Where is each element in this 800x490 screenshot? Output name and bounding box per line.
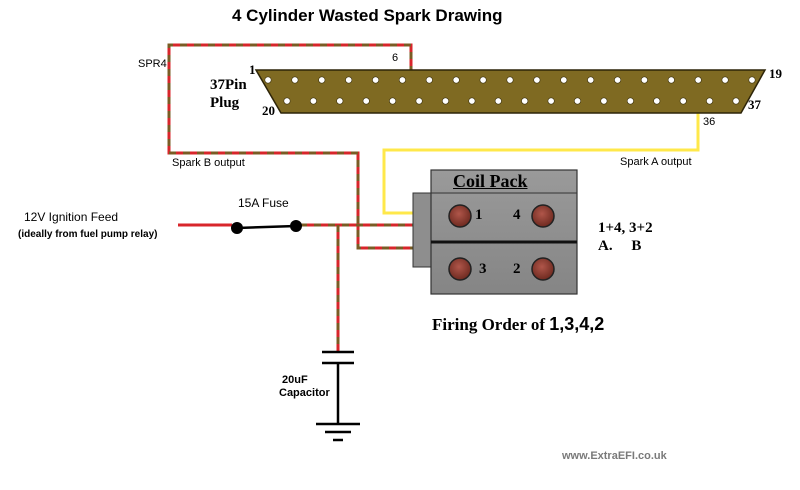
capacitor-icon: [322, 350, 354, 424]
pin-6: [398, 76, 406, 84]
pin-19-label: 19: [769, 66, 782, 81]
pin-37: [732, 97, 740, 105]
pin-11: [533, 76, 541, 84]
pin-26: [441, 97, 449, 105]
pin-23: [362, 97, 370, 105]
pin-36: [706, 97, 714, 105]
pin-1-label: 1: [249, 62, 256, 77]
pin-7: [425, 76, 433, 84]
pin-33: [626, 97, 634, 105]
pin-32: [600, 97, 608, 105]
pin-14: [614, 76, 622, 84]
spr4-label: SPR4: [138, 58, 167, 70]
pin-16: [667, 76, 675, 84]
capacitor-label-line2: Capacitor: [279, 387, 330, 399]
pin-20: [283, 97, 291, 105]
pin-29: [521, 97, 529, 105]
footer-url: www.ExtraEFI.co.uk: [562, 450, 667, 462]
ignition-feed-note: (ideally from fuel pump relay): [18, 229, 158, 240]
coil-terminal-1: [448, 204, 472, 228]
pin-21: [309, 97, 317, 105]
connector-name-line2: Plug: [210, 95, 240, 111]
firing-order-sequence: 1,3,4,2: [549, 314, 605, 334]
pin-6-label: 6: [392, 52, 399, 64]
pin-19: [748, 76, 756, 84]
pin-25: [415, 97, 423, 105]
pin-30: [547, 97, 555, 105]
pin-1: [264, 76, 272, 84]
connector-pins: [264, 76, 756, 105]
pin-8: [452, 76, 460, 84]
firing-order: Firing Order of 1,3,4,2: [432, 314, 604, 335]
capacitor-label-line1: 20uF: [282, 374, 308, 386]
connector-name-line1: 37Pin: [210, 77, 247, 93]
coil-terminal-3: [448, 257, 472, 281]
coil-pack-title: Coil Pack: [453, 171, 528, 191]
pin-9: [479, 76, 487, 84]
pin-12: [560, 76, 568, 84]
pin-5: [372, 76, 380, 84]
pin-17: [694, 76, 702, 84]
pin-27: [468, 97, 476, 105]
pin-4: [345, 76, 353, 84]
pin-10: [506, 76, 514, 84]
coil-terminal-4: [531, 204, 555, 228]
spark-b-label: Spark B output: [172, 157, 245, 169]
spark-b-wire: [167, 43, 432, 250]
pin-28: [494, 97, 502, 105]
connector-body: [254, 69, 767, 114]
coil-terminal-3-label: 3: [479, 261, 487, 277]
pin-36-label: 36: [703, 116, 716, 128]
pin-34: [653, 97, 661, 105]
spark-a-label: Spark A output: [620, 156, 692, 168]
fuse-label: 15A Fuse: [238, 196, 289, 210]
coil-terminal-2-label: 2: [513, 261, 521, 277]
coil-pairs-label: 1+4, 3+2: [598, 220, 653, 236]
pin-2: [291, 76, 299, 84]
pin-13: [587, 76, 595, 84]
pin-37-label: 37: [748, 97, 761, 112]
coil-pack: [412, 169, 578, 295]
coil-terminal-2: [531, 257, 555, 281]
pin-31: [573, 97, 581, 105]
pin-24: [389, 97, 397, 105]
coil-terminal-1-label: 1: [475, 207, 483, 223]
ignition-feed-label: 12V Ignition Feed: [24, 210, 119, 224]
pin-20-label: 20: [262, 103, 275, 118]
pin-18: [721, 76, 729, 84]
pin-22: [336, 97, 344, 105]
pin-15: [640, 76, 648, 84]
spark-a-wire: [382, 102, 700, 215]
fuse-icon: [231, 220, 302, 234]
ground-icon: [316, 422, 360, 442]
coil-terminal-4-label: 4: [513, 207, 521, 223]
firing-order-prefix: Firing Order of: [432, 315, 550, 334]
pin-3: [318, 76, 326, 84]
diagram-title: 4 Cylinder Wasted Spark Drawing: [232, 6, 503, 25]
coil-outputs-label: A. B: [598, 238, 642, 254]
pin-35: [679, 97, 687, 105]
